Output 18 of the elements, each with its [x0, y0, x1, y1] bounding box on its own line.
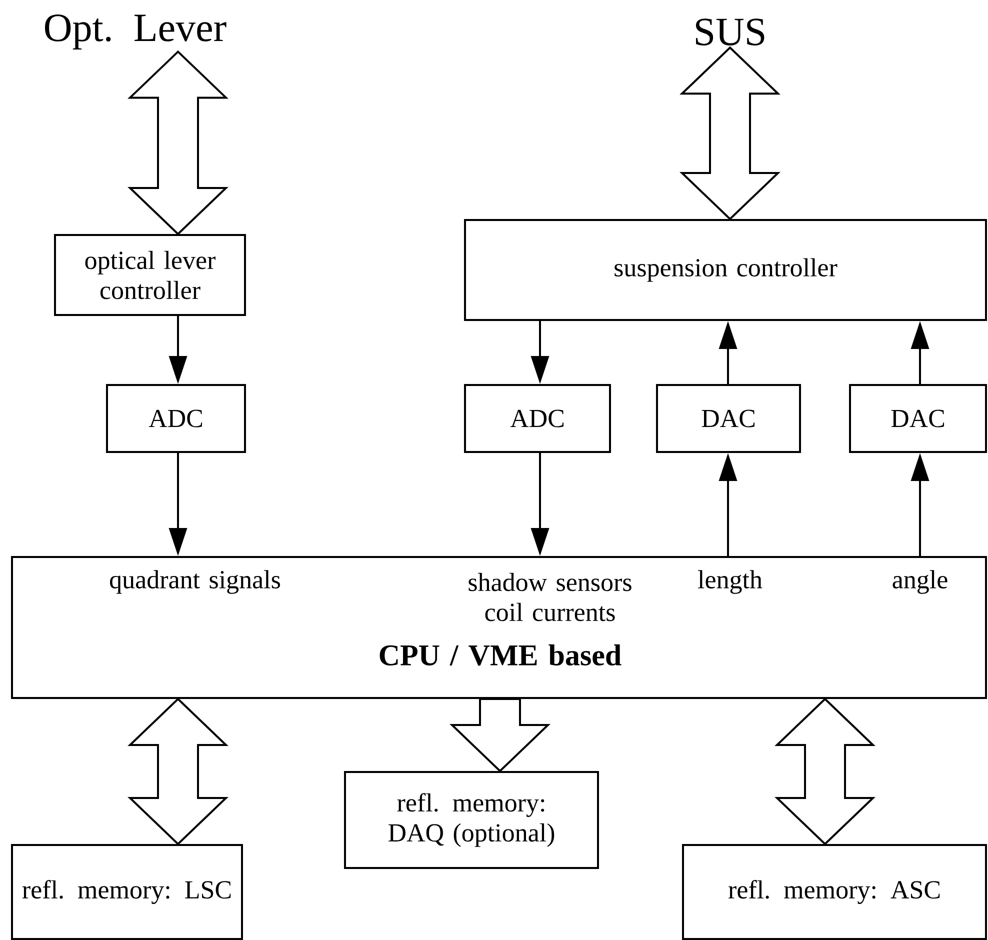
process-box: refl. memory: ASC: [682, 844, 987, 940]
box-title: CPU / VME based: [380, 644, 622, 666]
signal-label: quadrant signals: [110, 570, 280, 594]
block-arrow: [450, 698, 550, 772]
process-box: [11, 556, 987, 699]
signal-label: angle: [892, 570, 948, 594]
process-box: optical lever controller: [54, 234, 246, 316]
process-box: DAC: [656, 384, 801, 453]
process-box: ADC: [106, 384, 246, 453]
heading-label: Opt. Lever: [45, 14, 226, 50]
signal-label: length: [698, 570, 762, 594]
process-box: ADC: [464, 384, 611, 453]
signal-label: shadow sensors coil currents: [468, 572, 632, 622]
process-box: refl. memory: LSC: [11, 844, 243, 940]
process-box: DAC: [849, 384, 987, 453]
process-box: suspension controller: [464, 219, 987, 321]
process-box: refl. memory: DAQ (optional): [344, 771, 599, 869]
heading-label: SUS: [696, 18, 764, 46]
